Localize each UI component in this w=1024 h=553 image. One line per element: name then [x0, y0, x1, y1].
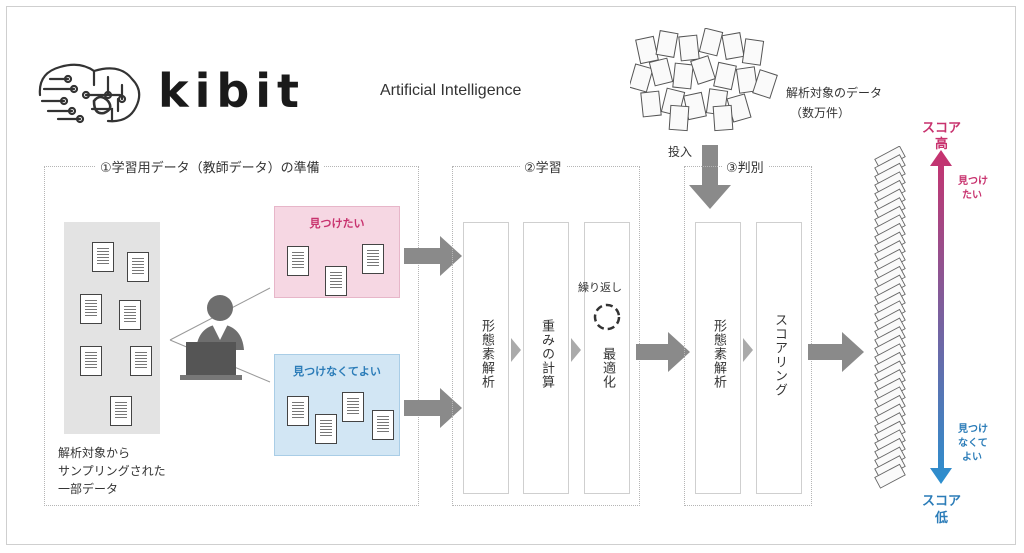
ranked-document-stack-icon [874, 146, 906, 489]
score-high-note: 見つけ [958, 176, 988, 187]
chevron-right-icon [743, 338, 753, 362]
right-arrow-icon [404, 236, 462, 276]
section3-title: ③判別 [722, 157, 768, 176]
insert-label: 投入 [668, 145, 693, 159]
document-icon [362, 244, 384, 274]
sample-caption: 解析対象から [58, 446, 131, 460]
step-label: 形態素解析 [479, 319, 494, 389]
document-icon [80, 346, 102, 376]
chevron-right-icon [571, 338, 581, 362]
input-data-label: 解析対象のデータ [786, 86, 883, 100]
chevron-right-icon [511, 338, 521, 362]
sample-caption: 一部データ [58, 482, 119, 496]
section1-title: ①学習用データ（教師データ）の準備 [96, 157, 324, 176]
document-icon [130, 346, 152, 376]
score-low-note: よい [962, 452, 982, 463]
document-icon [287, 396, 309, 426]
document-pile-icon [630, 28, 778, 132]
right-arrow-icon [404, 388, 462, 428]
score-gradient-arrow [930, 150, 952, 484]
down-arrow-icon [689, 145, 731, 209]
person-at-laptop-icon [169, 287, 271, 383]
step-label: 形態素解析 [711, 319, 726, 389]
document-icon [127, 252, 149, 282]
learning-step-optimize: 最適化 [584, 222, 630, 494]
learning-step-weights: 重みの計算 [523, 222, 569, 494]
classify-step-morph-analysis: 形態素解析 [695, 222, 741, 494]
right-arrow-icon [636, 332, 690, 372]
score-low-note: 見つけ [958, 424, 988, 435]
ranked-document [874, 463, 906, 489]
document-icon [110, 396, 132, 426]
score-low-note: なくて [958, 438, 988, 449]
repeat-label: 繰り返し [578, 281, 622, 294]
document-icon [342, 392, 364, 422]
right-arrow-icon [808, 332, 864, 372]
document-icon [287, 246, 309, 276]
learning-step-morph-analysis: 形態素解析 [463, 222, 509, 494]
document-icon [315, 414, 337, 444]
score-high-label: 高 [935, 137, 949, 152]
document-icon [80, 294, 102, 324]
kibit-wordmark: kibit [158, 64, 306, 118]
score-low-label: スコア [922, 494, 962, 509]
input-data-count: （数万件） [790, 106, 851, 120]
positive-label: 見つけたい [309, 217, 365, 230]
document-icon [372, 410, 394, 440]
repeat-cycle-icon [593, 303, 621, 331]
ai-brain-circuit-logo [38, 63, 141, 124]
negative-label: 見つけなくてよい [293, 365, 381, 378]
score-low-label: 低 [935, 511, 949, 526]
figure-frame [6, 6, 1016, 545]
brand-tagline: Artificial Intelligence [380, 82, 522, 99]
sample-caption: サンプリングされた [58, 464, 166, 478]
step-label: 重みの計算 [539, 319, 554, 389]
step-label: スコアリング [772, 313, 787, 397]
document-icon [119, 300, 141, 330]
score-high-label: スコア [922, 121, 962, 136]
section2-title: ②学習 [520, 157, 566, 176]
document-icon [92, 242, 114, 272]
document-icon [325, 266, 347, 296]
score-high-note: たい [962, 190, 982, 201]
step-label: 最適化 [600, 347, 615, 389]
classify-step-scoring: スコアリング [756, 222, 802, 494]
